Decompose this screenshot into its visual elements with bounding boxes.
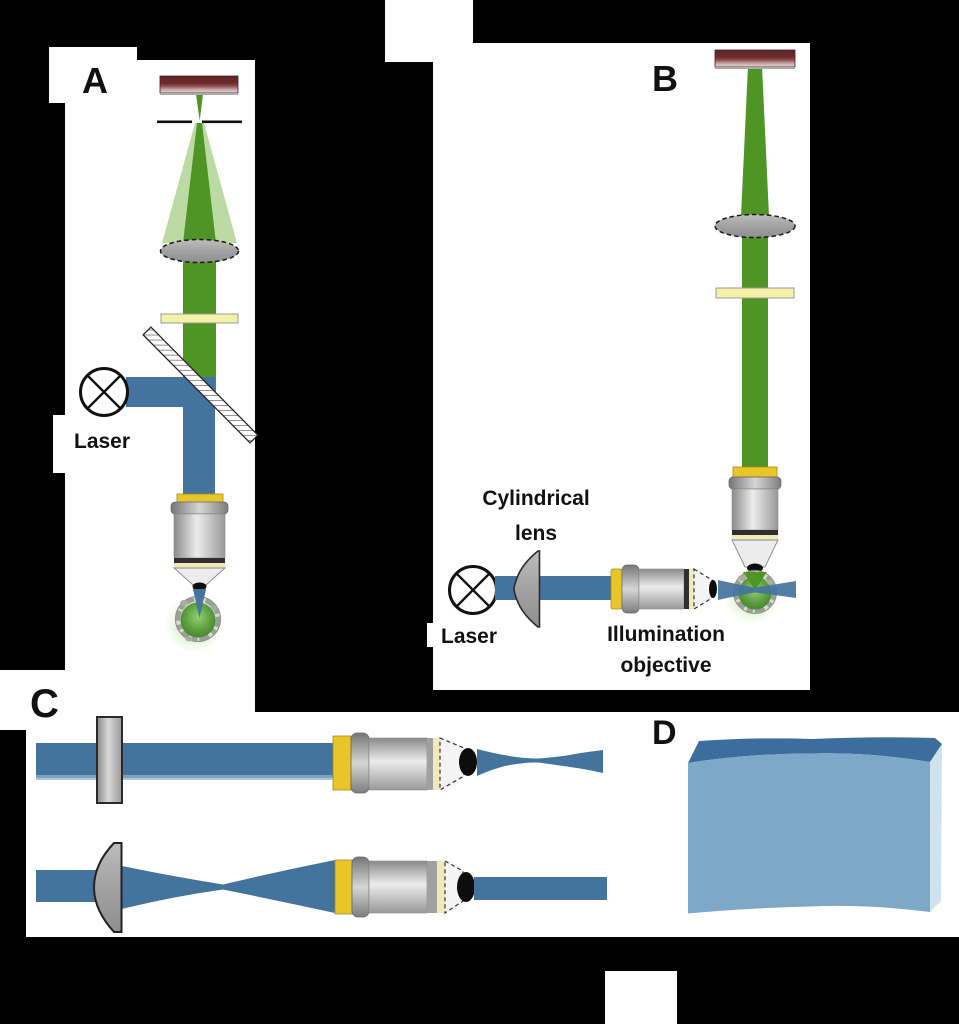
light-sheet-waist-b [718, 580, 796, 600]
panel-a-label: A [82, 60, 108, 101]
laser-label-b: Laser [441, 625, 497, 648]
panel-c-row1 [36, 716, 603, 804]
emission-filter-b [715, 287, 795, 299]
illumination-objective-label-line1: Illumination [607, 623, 725, 646]
light-sheet-side-face [930, 744, 942, 912]
panel-a-laser-tab [53, 415, 67, 473]
cylindrical-lens-curved-view [92, 842, 123, 933]
illumination-objective-ring-b [610, 568, 623, 610]
pinhole [157, 120, 242, 124]
objective-row1 [332, 732, 477, 794]
objective-ring-row1 [332, 735, 352, 791]
laser-icon-b [448, 565, 498, 615]
white-patch-bottom [605, 971, 677, 1024]
detection-objective-a [170, 493, 229, 591]
laser-label-a: Laser [74, 430, 130, 453]
panel-b-laser-tab [427, 623, 437, 647]
focused-bowtie-row1 [477, 749, 603, 776]
panel-c-label: C [30, 682, 59, 726]
laser-icon-a [79, 367, 129, 417]
beam-row1 [36, 743, 333, 778]
emission-beam-lower-b [742, 235, 768, 468]
illumination-objective-b [610, 564, 717, 614]
emission-filter-a [160, 313, 239, 324]
camera-detector-b [714, 49, 796, 69]
cylindrical-lens-b [513, 550, 541, 628]
tube-lens-a [159, 238, 240, 264]
detection-objective-b [728, 466, 782, 573]
objective-ring-b [732, 466, 778, 478]
light-sheet-top-face [688, 737, 942, 763]
tube-lens-b [714, 213, 796, 239]
panel-b: B Cylindrical lens Laser Illumination ob… [441, 49, 796, 677]
panel-d: D [652, 714, 942, 914]
objective-row2 [334, 856, 475, 918]
panel-b-label: B [652, 58, 678, 99]
light-sheet-front-face [688, 753, 930, 914]
cylindrical-lens-flat-view [96, 716, 123, 804]
cylindrical-lens-label-line1: Cylindrical [482, 487, 589, 510]
dichroic-mirror-icon [142, 326, 259, 444]
collimated-beam-out-row2 [474, 877, 607, 900]
cylindrical-lens-label-line2: lens [515, 522, 557, 545]
emission-beam-above-pinhole [196, 94, 203, 121]
emission-beam-upper-b [741, 66, 769, 216]
panel-c-row2 [36, 842, 607, 933]
objective-ring-row2 [334, 859, 353, 915]
panel-d-label: D [652, 714, 677, 752]
detection-cone-b [743, 572, 767, 590]
panel-c: C [30, 682, 607, 933]
illumination-beam-b [495, 576, 612, 600]
illumination-objective-label-line2: objective [620, 654, 711, 677]
emission-cone-inner [183, 123, 216, 243]
panel-a: A Laser [74, 60, 259, 653]
beam-row1-edge [36, 775, 333, 780]
sample-embryo-a [165, 589, 223, 653]
converging-beam-row2 [122, 860, 335, 913]
camera-detector-a [159, 75, 239, 95]
